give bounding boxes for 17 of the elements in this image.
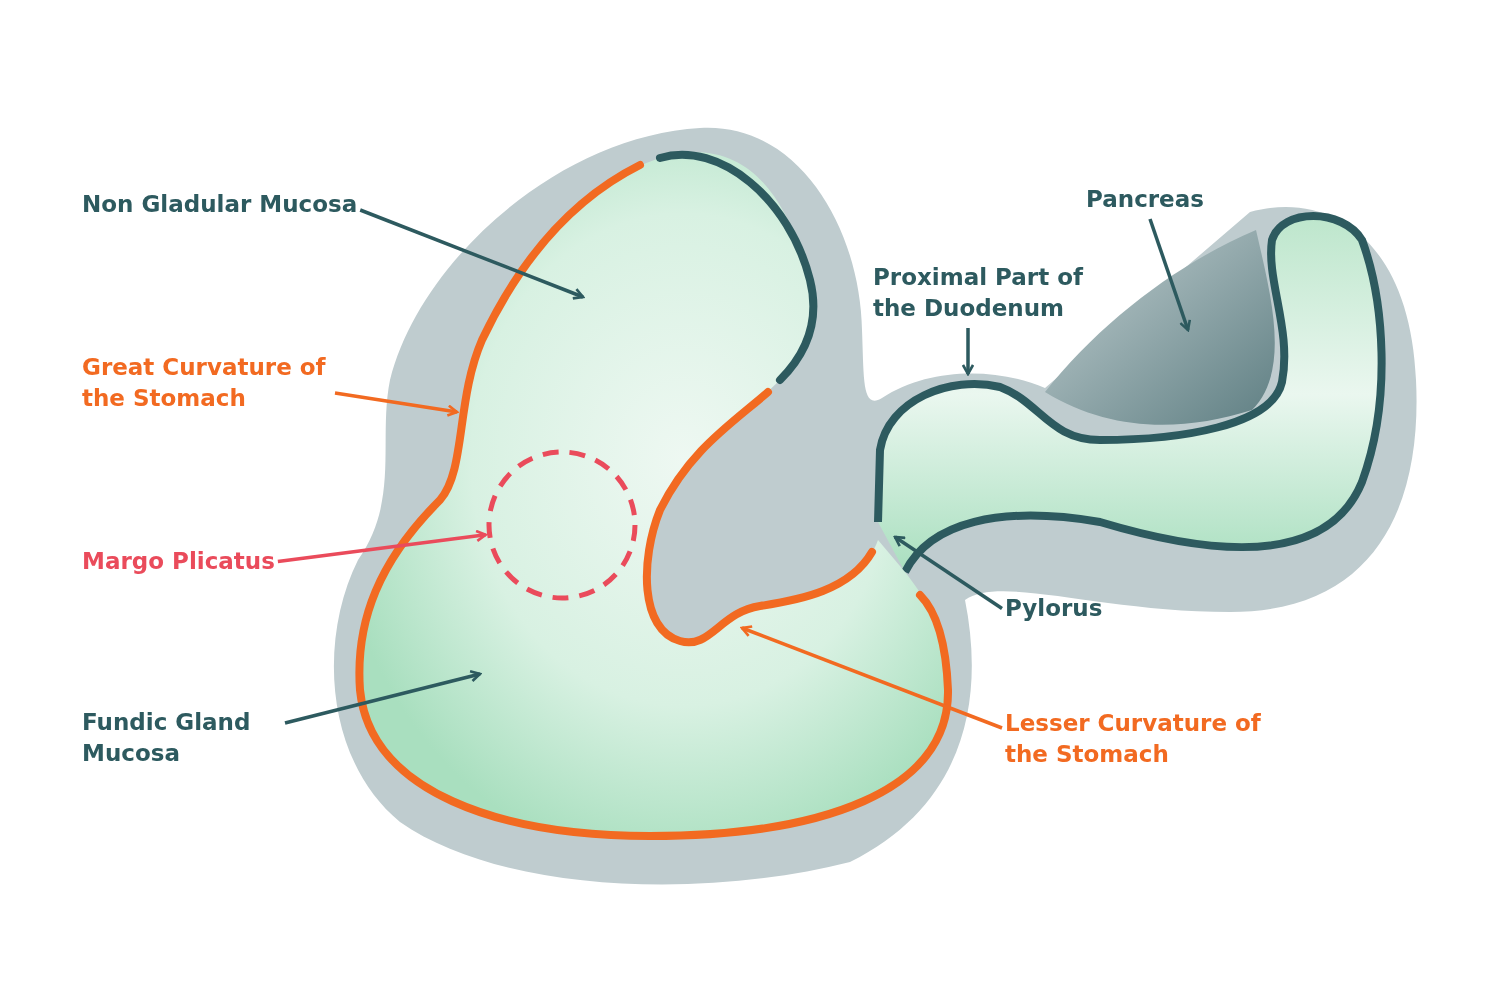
arrow	[277, 529, 487, 564]
callout-label: Proximal Part of the Duodenum	[873, 262, 1123, 324]
arrow	[740, 625, 1003, 730]
callout-label: Non Gladular Mucosa	[82, 189, 358, 220]
arrow	[284, 670, 482, 725]
arrow	[961, 328, 975, 376]
arrow	[359, 208, 585, 300]
arrow	[1148, 218, 1192, 332]
callout-label: Fundic Gland Mucosa	[82, 707, 282, 769]
callout-label: Great Curvature of the Stomach	[82, 352, 332, 414]
callout-label: Lesser Curvature of the Stomach	[1005, 708, 1265, 770]
callout-label: Pancreas	[1086, 184, 1204, 215]
callout-label: Margo Plicatus	[82, 546, 275, 577]
arrow	[893, 535, 1003, 610]
arrow	[334, 391, 459, 417]
callout-label: Pylorus	[1005, 593, 1103, 624]
dashed-circle-marker	[486, 449, 638, 601]
